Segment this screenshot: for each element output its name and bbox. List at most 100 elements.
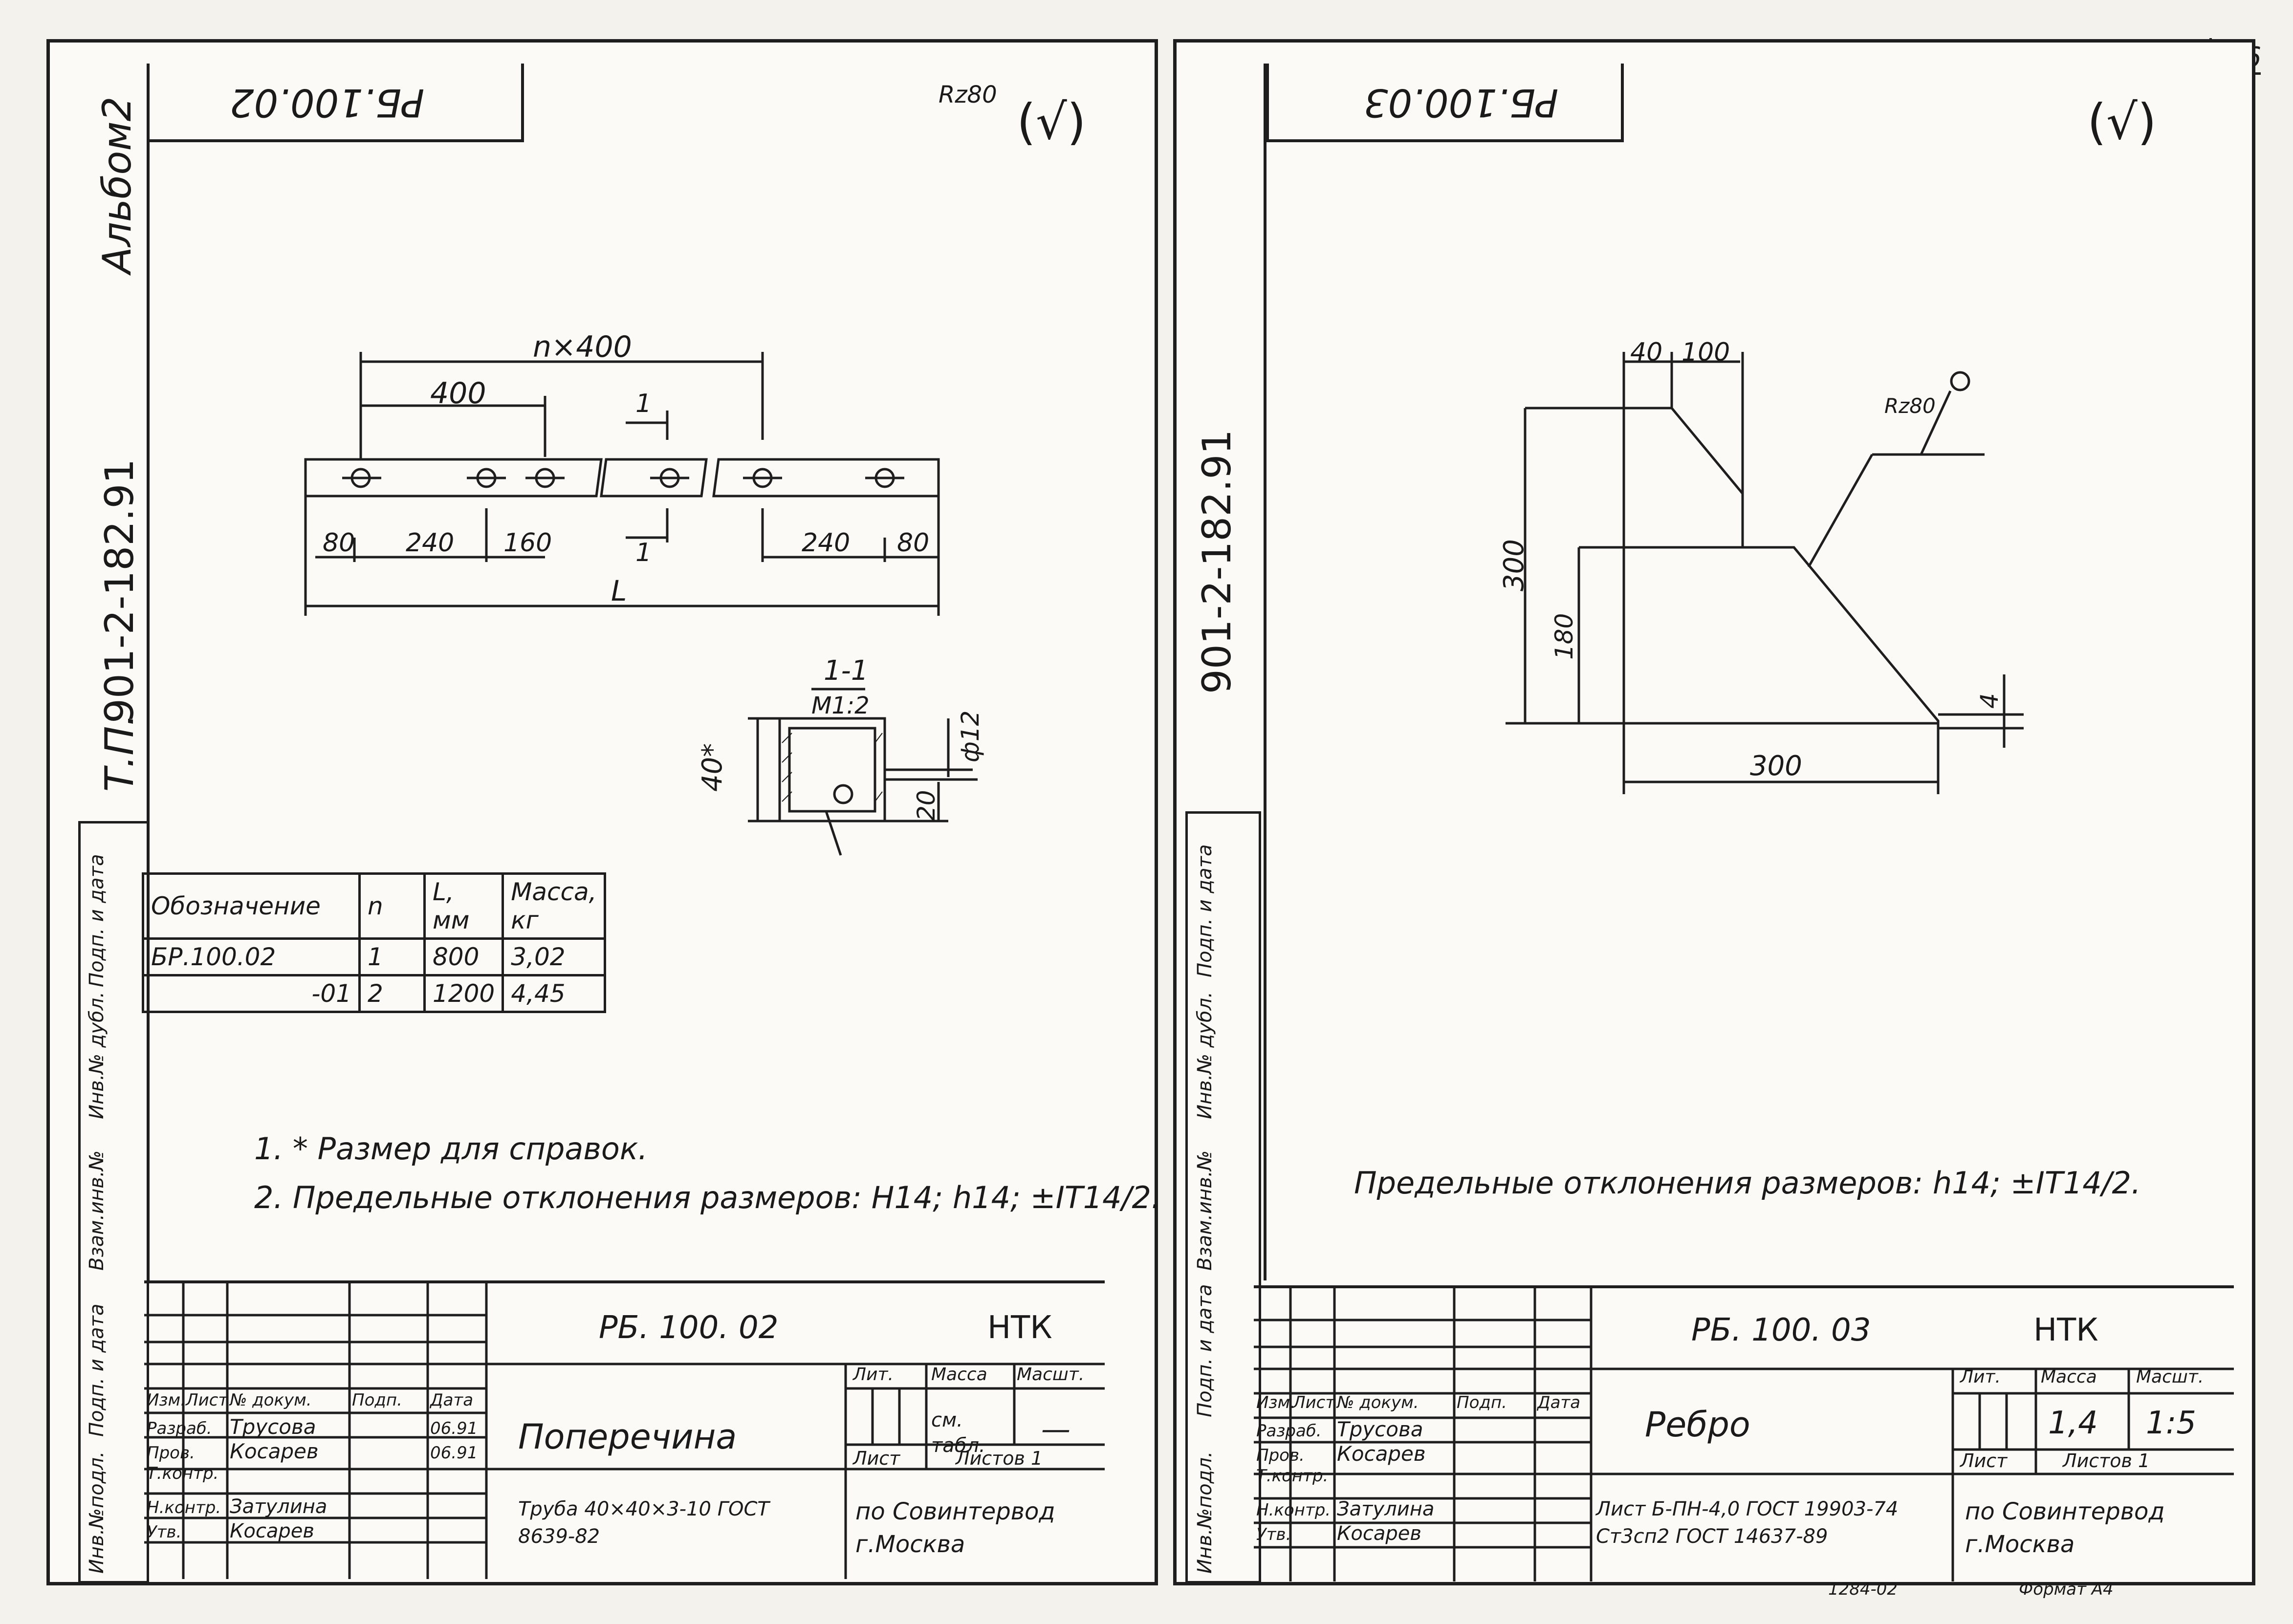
tb-row: Т.контр. xyxy=(1256,1466,1594,1498)
left-tb-scale-label: Масшт. xyxy=(1017,1364,1085,1385)
right-note: Предельные отклонения размеров: h14; ±IT… xyxy=(1354,1165,2141,1201)
left-title-block xyxy=(144,1280,1105,1579)
tb-cell: Н.контр. xyxy=(1256,1500,1331,1520)
right-strip-3: Взам.инв.№ xyxy=(1194,1150,1216,1271)
tb-cell: Косарев xyxy=(1337,1522,1421,1545)
dim-300h: 300 xyxy=(1750,750,1802,782)
right-roughness-mark: (√) xyxy=(2087,93,2157,151)
tb-cell: Косарев xyxy=(230,1439,319,1463)
tb-cell: Лист xyxy=(1293,1393,1335,1412)
right-tb-code: РБ. 100. 03 xyxy=(1691,1312,1871,1348)
right-stamp-box xyxy=(1266,64,1624,142)
dim-n400: n×400 xyxy=(533,330,632,364)
dim-100: 100 xyxy=(1682,338,1730,367)
tb-cell: Косарев xyxy=(230,1520,314,1542)
left-tb-org-short: НТК xyxy=(987,1310,1052,1346)
right-tb-material: Лист Б-ПН-4,0 ГОСТ 19903-74 Ст3сп2 ГОСТ … xyxy=(1596,1498,1899,1548)
left-tb-mass-value: см. табл. xyxy=(931,1409,985,1457)
left-spec-table: Обозначение n L, мм Масса, кг БР.100.02 … xyxy=(142,872,606,1013)
left-tb-scale-value: — xyxy=(1041,1412,1070,1447)
tb-cell: Подп. xyxy=(1457,1393,1507,1412)
tb-cell: Затулина xyxy=(230,1495,328,1518)
table-cell: БР.100.02 xyxy=(142,937,361,976)
tb-cell: Изм. xyxy=(1256,1393,1295,1412)
right-strip xyxy=(1185,811,1261,1583)
table-cell: 800 xyxy=(423,937,504,976)
tb-cell: 06.91 xyxy=(430,1419,478,1438)
tb-row: Пров. Косарев 06.91 xyxy=(147,1439,489,1464)
section-title: 1-1 xyxy=(824,655,869,687)
left-tb-code: РБ. 100. 02 xyxy=(599,1310,779,1346)
right-copy-no: 1284-02 xyxy=(1828,1580,1898,1599)
tb-cell: Н.контр. xyxy=(147,1498,221,1517)
left-sheet xyxy=(46,39,1158,1585)
right-strip-4: Подп. и дата xyxy=(1194,1284,1216,1417)
left-roughness-mark: (√) xyxy=(1017,93,1086,151)
left-roughness: Rz80 xyxy=(939,81,997,108)
tb-cell: Подп. xyxy=(352,1390,402,1410)
tb-cell: Дата xyxy=(430,1390,474,1410)
dim-4: 4 xyxy=(1975,693,2004,709)
left-tb-mass-label: Масса xyxy=(931,1364,987,1385)
dim-L: L xyxy=(611,574,627,607)
tb-cell: Лист xyxy=(186,1390,228,1410)
tb-cell: Пров. xyxy=(147,1443,195,1463)
dim-240b: 240 xyxy=(802,528,851,558)
tb-cell: Пров. xyxy=(1256,1446,1305,1465)
table-cell: 1 xyxy=(358,937,426,976)
right-tb-sheets: Листов 1 xyxy=(2063,1450,2150,1472)
dim-160: 160 xyxy=(503,528,552,558)
tb-cell: Трусова xyxy=(1337,1417,1423,1441)
right-strip-1: Подп. и дата xyxy=(1194,844,1216,977)
tb-cell: Трусова xyxy=(230,1415,316,1439)
right-tb-scale-value: 1:5 xyxy=(2146,1405,2196,1441)
left-tb-name: Поперечина xyxy=(518,1417,737,1457)
dim-40: 40 xyxy=(1630,338,1663,367)
left-tb-org: по Совинтервод г.Москва xyxy=(855,1498,1055,1559)
th-designation: Обозначение xyxy=(142,872,361,940)
tb-cell: Т.контр. xyxy=(1256,1466,1329,1486)
tb-cell: Изм. xyxy=(147,1390,186,1410)
th-mass: Масса, кг xyxy=(502,872,606,940)
tb-row: Т.контр. xyxy=(147,1464,489,1495)
right-format: Формат А4 xyxy=(2019,1580,2114,1599)
table-cell: -01 xyxy=(142,974,361,1013)
right-strip-2: Инв.№ дубл. xyxy=(1194,992,1216,1119)
tb-cell: Утв. xyxy=(147,1522,182,1542)
dim-300v: 300 xyxy=(1498,539,1530,591)
left-note-2: 2. Предельные отклонения размеров: H14; … xyxy=(254,1180,1161,1215)
dim-180: 180 xyxy=(1550,613,1578,660)
right-tb-org-short: НТК xyxy=(2033,1312,2098,1348)
dim-80a: 80 xyxy=(323,528,355,558)
table-cell: 1200 xyxy=(423,974,504,1013)
dim-80b: 80 xyxy=(897,528,930,558)
tb-cell: Косарев xyxy=(1337,1442,1426,1466)
right-drawing-frame xyxy=(1264,64,2237,1280)
tb-cell: Затулина xyxy=(1337,1498,1435,1520)
tb-row: Пров. Косарев xyxy=(1256,1442,1594,1466)
tb-row: Н.контр. Затулина xyxy=(147,1495,489,1520)
tb-cell: № докум. xyxy=(230,1390,312,1410)
right-tb-mass-value: 1,4 xyxy=(2048,1405,2098,1441)
left-tb-sheet: Лист xyxy=(853,1448,900,1469)
tb-cell: 06.91 xyxy=(430,1443,478,1463)
tb-cell: Разраб. xyxy=(147,1419,212,1438)
dim-gap-1: 1 xyxy=(635,389,652,418)
right-tb-mass-label: Масса xyxy=(2041,1367,2097,1387)
th-length: L, мм xyxy=(423,872,504,940)
right-tb-org: по Совинтервод г.Москва xyxy=(1965,1498,2165,1559)
left-drawing-frame xyxy=(147,64,1105,1280)
left-tb-lit: Лит. xyxy=(853,1364,894,1385)
right-sheet xyxy=(1173,39,2255,1585)
section-scale: М1:2 xyxy=(811,692,870,719)
right-tb-name: Ребро xyxy=(1645,1405,1750,1445)
th-n: n xyxy=(358,872,426,940)
dim-gap-1b: 1 xyxy=(635,538,652,567)
right-roughness: Rz80 xyxy=(1884,394,1936,418)
tb-row: Разраб.Трусова xyxy=(1256,1417,1594,1442)
